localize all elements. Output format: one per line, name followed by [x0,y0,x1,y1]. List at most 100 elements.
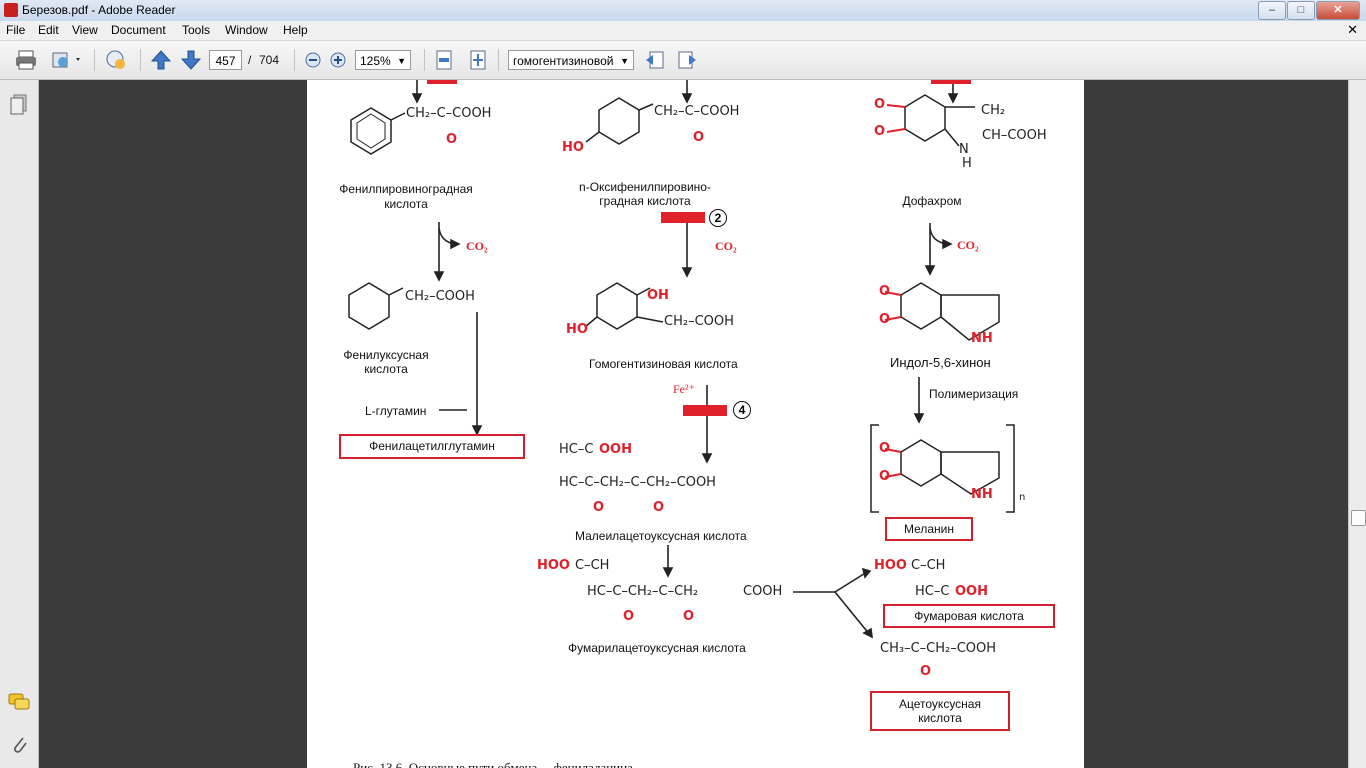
formula-ho: HO [566,322,588,337]
zoom-in-icon[interactable] [329,49,347,71]
label-fumarylacetoacetic: Фумарилацетоуксусная кислота [568,641,746,655]
formula-o: O [874,124,886,139]
formula-fumaric-1a: HOO [874,558,907,573]
co2-label: CO₂ [957,238,979,252]
formula-o: O [653,500,665,515]
formula-fumaric-2a: HC–C [915,584,950,599]
find-input[interactable]: гомогентизиновой ▼ [508,50,634,70]
formula-fumaryl-3: COOH [743,584,783,599]
formula-homogentisic: CH₂–COOH [664,314,734,329]
pages-panel-icon[interactable] [9,94,29,116]
enzyme-block-bar [661,212,705,223]
menu-bar: File Edit View Document Tools Window Hel… [0,21,1366,41]
label-homogentisic: Гомогентизиновая кислота [589,357,738,371]
formula-indole-n: N [959,142,969,157]
page-number-input[interactable]: 457 [209,50,242,70]
formula-maleyl-1b: OOH [599,442,632,457]
fit-width-icon[interactable] [434,49,454,71]
window-title: Березов.pdf - Adobe Reader [22,3,176,17]
formula-o: O [623,609,635,624]
co2-label: CO₂ [466,239,488,253]
box-fumaric: Фумаровая кислота [883,604,1055,628]
fit-page-icon[interactable] [468,49,488,71]
comments-icon[interactable] [8,692,30,712]
label-dopachrome: Дофахром [902,194,962,208]
formula-o: O [446,132,458,147]
label-oxyphenylpyruvic: n-Оксифенилпировино- [579,180,711,194]
share-icon[interactable] [50,49,84,71]
formula-o: O [879,469,891,484]
box-acetoacetic-line1: Ацетоуксусная [899,697,981,711]
page-separator: / [248,53,252,67]
formula-indole-ch: CH–COOH [982,128,1047,143]
review-icon[interactable] [104,49,130,71]
formula-polymer-n: n [1019,492,1026,503]
minimize-button[interactable]: – [1258,1,1286,20]
title-bar: Березов.pdf - Adobe Reader – □ ✕ [0,0,1366,22]
formula-fumaryl-2: HC–C–CH₂–C–CH₂ [587,584,699,599]
label-indole-quinone: Индол-5,6-хинон [890,355,991,370]
formula-maleyl-1a: HC–C [559,442,594,457]
label-polymerization: Полимеризация [929,387,1019,401]
find-next-icon[interactable] [676,49,698,71]
next-page-icon[interactable] [180,49,202,71]
menu-file[interactable]: File [6,23,26,37]
attachments-icon[interactable] [9,734,29,756]
enzyme-block-bar [683,405,727,416]
menu-help[interactable]: Help [283,23,308,37]
formula-fumaryl-1a: HOO [537,558,570,573]
page-total: 704 [259,53,280,67]
formula-indole-ch2: CH₂ [981,103,1006,118]
enzyme-4-marker: 4 [733,401,751,419]
label-glutamine: L-глутамин [365,404,427,418]
fe-label: Fe²⁺ [673,382,695,396]
formula-nh: NH [971,487,993,502]
zoom-out-icon[interactable] [304,49,322,71]
label-maleylacetoacetic: Малеилацетоуксусная кислота [575,529,747,543]
formula-fumaryl-1b: C–CH [575,558,610,573]
chevron-down-icon: ▼ [397,56,406,66]
toolbar: 457 / 704 125% ▼ гомогентизиновой ▼ [0,41,1366,80]
formula-o: O [874,97,886,112]
label-phenylpyruvic: Фенилпировиноградная [339,182,473,196]
adobe-reader-icon [4,3,18,17]
close-button[interactable]: ✕ [1316,1,1360,20]
menu-view[interactable]: View [72,23,98,37]
label-phenylacetic: Фенилуксусная [343,348,429,362]
zoom-select[interactable]: 125% ▼ [355,50,411,70]
chevron-down-icon: ▼ [620,56,629,66]
prev-page-icon[interactable] [150,49,172,71]
pathway-diagram-lines [348,80,1015,639]
menu-window[interactable]: Window [225,23,268,37]
print-icon[interactable] [14,49,38,71]
figure-caption: Рис. 13.6. Основные пути обмена ... фени… [353,760,646,768]
co2-label: CO₂ [715,239,737,253]
zoom-value: 125% [360,54,391,68]
formula-maleyl-2: HC–C–CH₂–C–CH₂–COOH [559,475,716,490]
formula-indole-h: H [962,156,972,171]
formula-oxyphenylpyruvic: CH₂–C–COOH [654,104,740,119]
find-text: гомогентизиновой [513,54,614,68]
formula-o: O [879,284,891,299]
formula-fumaric-1b: C–CH [911,558,946,573]
formula-o: O [693,130,705,145]
menu-tools[interactable]: Tools [182,23,211,37]
formula-phenylacetic: CH₂–COOH [405,289,475,304]
box-acetoacetic-line2: кислота [918,711,962,725]
menu-edit[interactable]: Edit [38,23,59,37]
document-close-button[interactable]: ✕ [1347,22,1358,37]
vertical-scrollbar[interactable] [1348,80,1366,768]
scrollbar-thumb[interactable] [1351,510,1366,526]
box-phenylacetylglutamine: Фенилацетилглутамин [339,434,525,459]
maximize-button[interactable]: □ [1287,1,1315,20]
formula-nh: NH [971,331,993,346]
find-prev-icon[interactable] [644,49,666,71]
formula-oh: OH [647,288,669,303]
menu-document[interactable]: Document [111,23,166,37]
formula-o: O [683,609,695,624]
label-phenylpyruvic-2: кислота [384,197,428,211]
formula-o: O [879,441,891,456]
enzyme-2-marker: 2 [709,209,727,227]
formula-fumaric-2b: OOH [955,584,988,599]
formula-o: O [920,664,932,679]
